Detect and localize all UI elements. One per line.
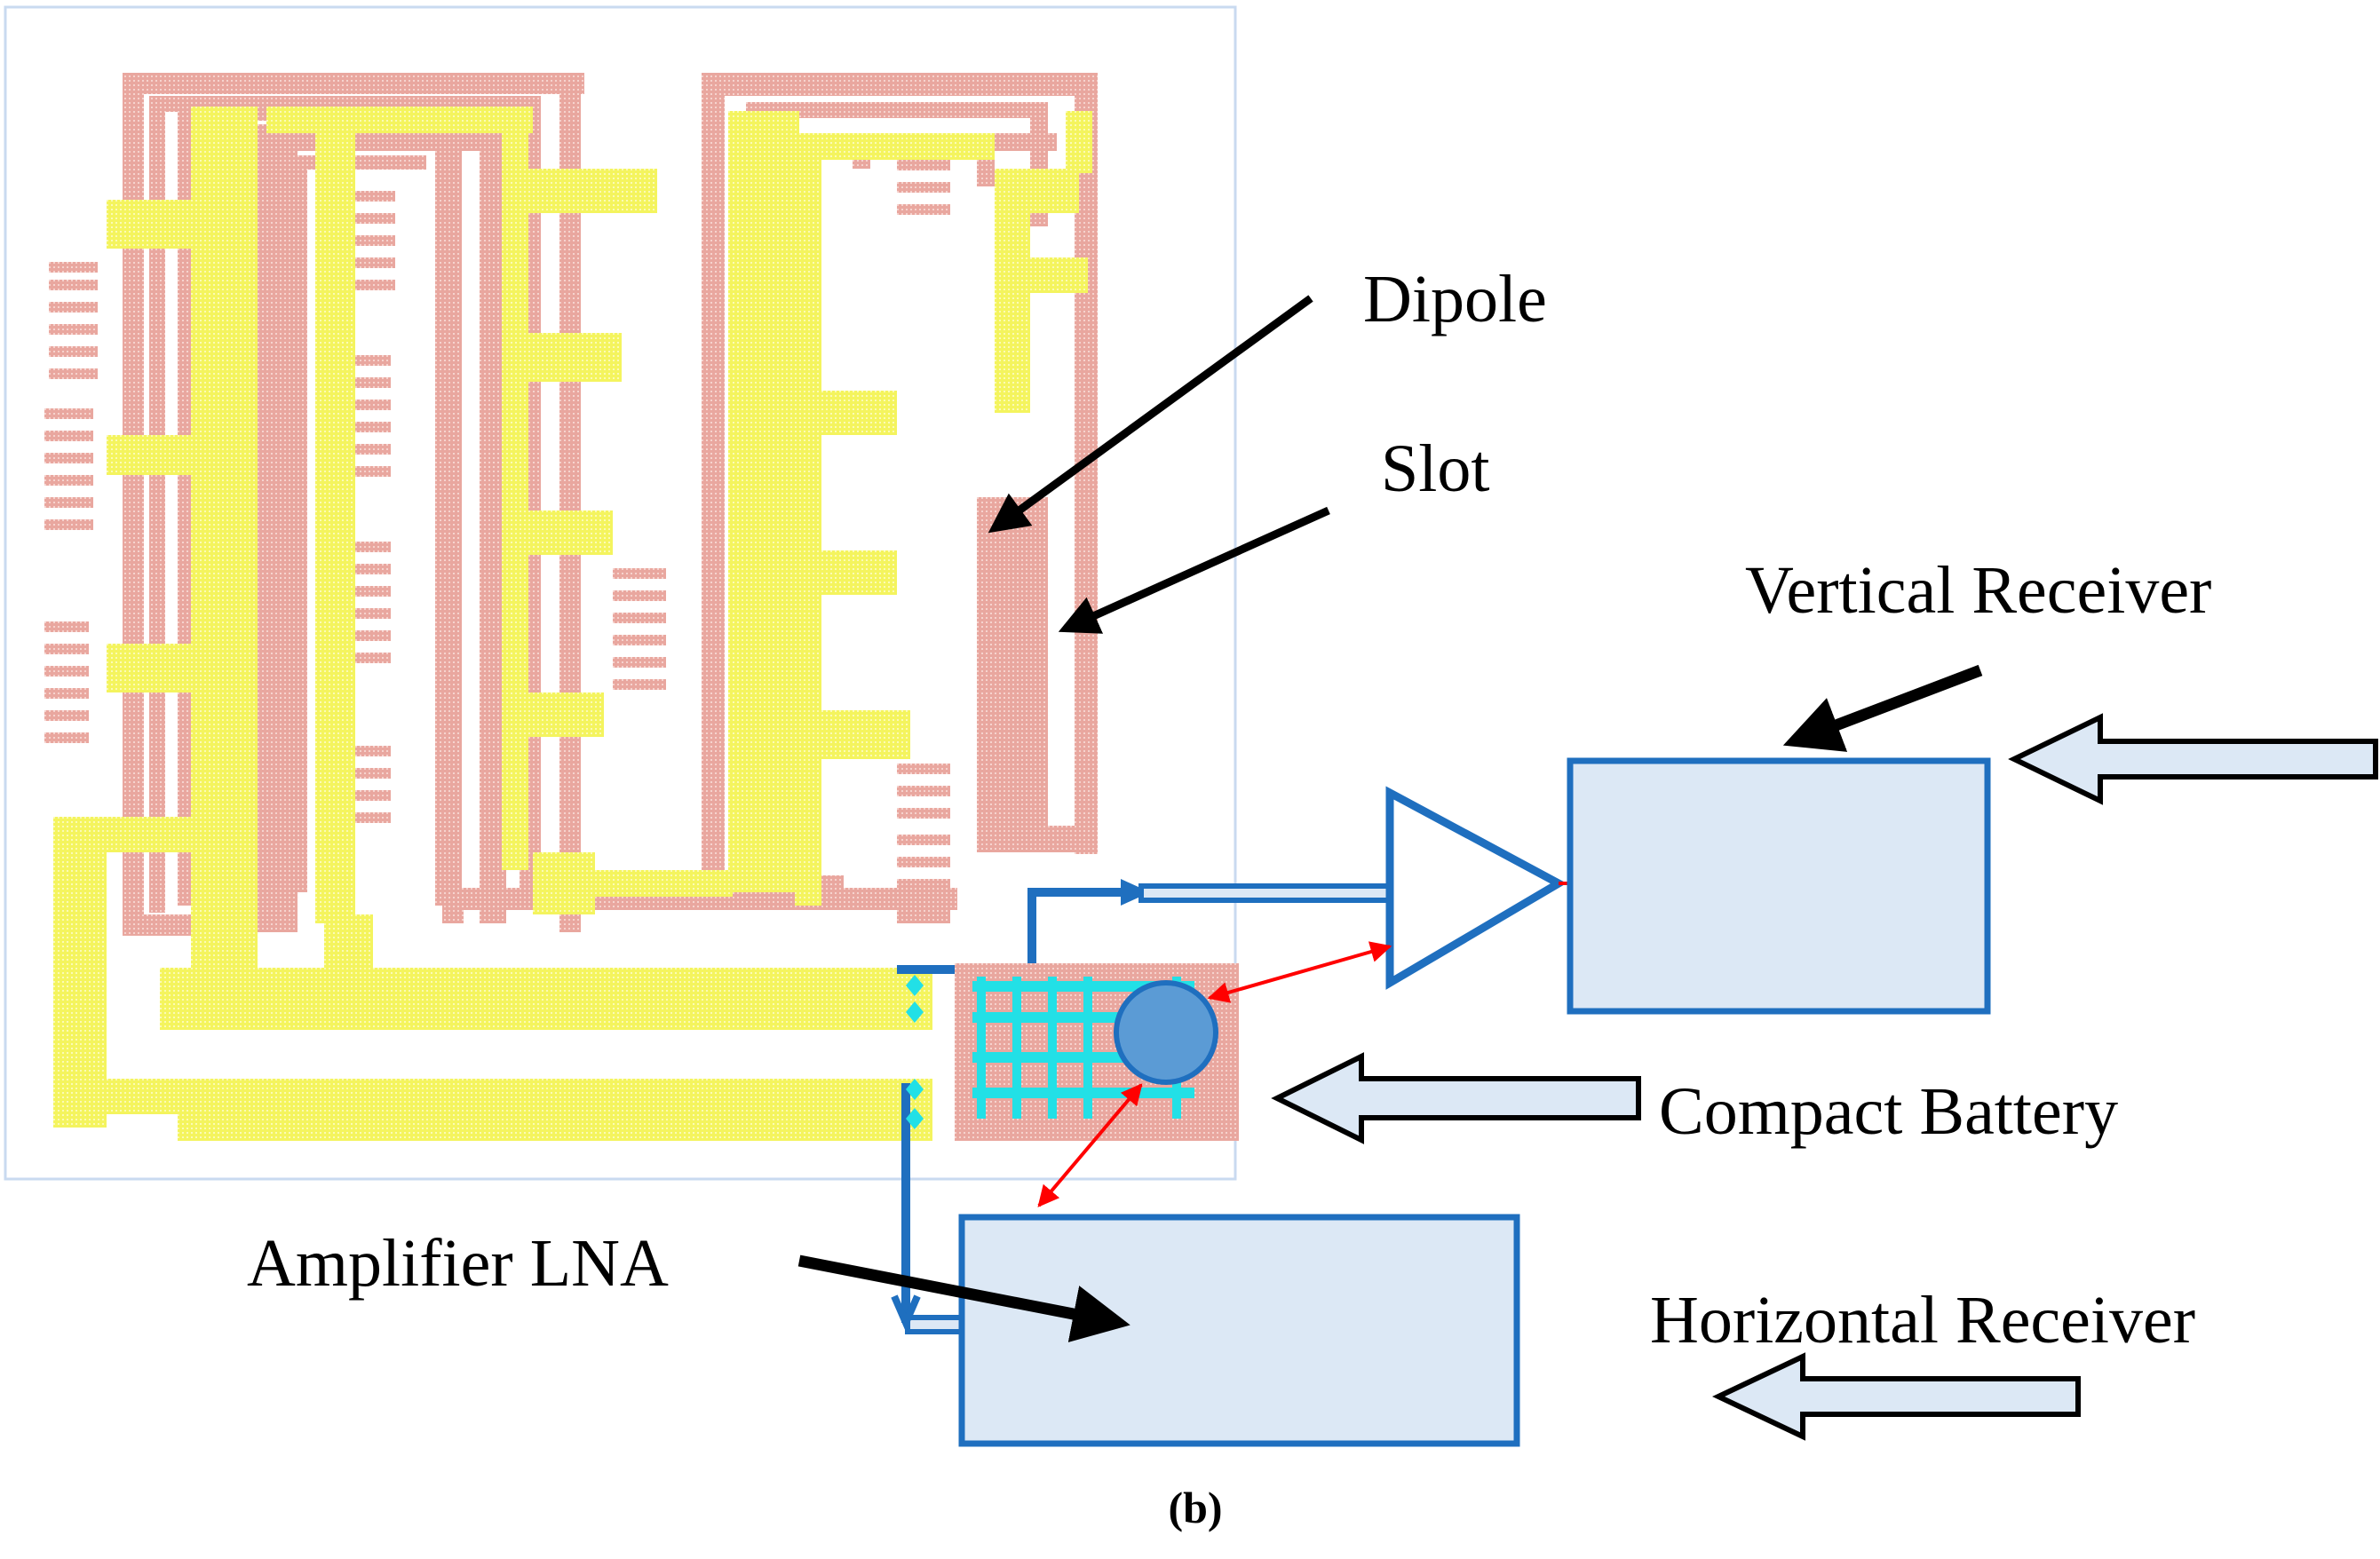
feed-arrow-top — [1121, 879, 1150, 906]
dipole-pointer — [988, 295, 1313, 534]
battery-lna-link — [1207, 941, 1392, 1003]
battery-receiver-link — [1037, 1083, 1143, 1207]
amplifier-lna-icon — [1385, 786, 1567, 990]
horizontal-receiver-label: Horizontal Receiver — [1650, 1283, 2195, 1357]
amplifier-lna-pointer — [797, 1254, 1130, 1342]
horizontal-receiver-box — [958, 1214, 1520, 1447]
vertical-receiver-input-arrow — [2008, 713, 2378, 805]
slot-label: Slot — [1381, 431, 1490, 506]
compact-battery-label: Compact Battery — [1659, 1074, 2118, 1149]
compact-battery-icon — [1114, 980, 1218, 1085]
figure-caption: (b) — [1168, 1483, 1222, 1532]
vertical-receiver-box — [1567, 757, 1991, 1015]
slot-pointer — [1058, 506, 1330, 634]
vertical-receiver-pointer — [1782, 664, 1983, 752]
horizontal-receiver-arrow — [1711, 1352, 2081, 1441]
dipole-structure — [53, 107, 1092, 1141]
feed-connectors — [906, 975, 924, 1129]
pointer-arrows — [797, 295, 1983, 1342]
vertical-receiver-label: Vertical Receiver — [1745, 553, 2211, 628]
dipole-label: Dipole — [1363, 262, 1547, 336]
compact-battery-arrow — [1271, 1052, 1641, 1144]
amplifier-lna-label: Amplifier LNA — [247, 1226, 669, 1301]
